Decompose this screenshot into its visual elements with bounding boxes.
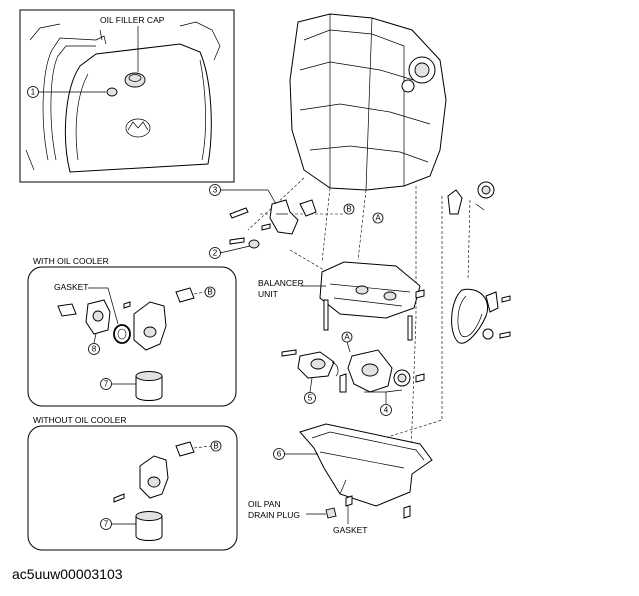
oil-strainer: 5 (281, 349, 339, 404)
gasket-bottom-label: GASKET (333, 525, 367, 535)
ref-b-nocooler: B (213, 442, 218, 451)
oil-pump: A 4 (339, 331, 425, 416)
balancer-unit: BALANCER UNIT (258, 261, 425, 341)
callout-7-with: 7 (104, 380, 109, 389)
ref-b-head: B (346, 205, 351, 214)
ref-a-head: A (375, 214, 381, 223)
oil-pan: 6 OIL PAN DRAIN PLUG GASKET (248, 423, 433, 535)
with-oil-cooler-panel: WITH OIL COOLER GASKET 8 7 B (27, 256, 237, 407)
with-oil-cooler-title: WITH OIL COOLER (33, 256, 109, 266)
callout-6: 6 (277, 450, 282, 459)
engine-block: B A (289, 13, 495, 224)
callout-5: 5 (308, 394, 313, 403)
drain-plug-label-line2: DRAIN PLUG (248, 510, 300, 520)
assembly-lines (247, 177, 471, 481)
ref-a-pump: A (344, 333, 350, 342)
oil-filler-cap-label: OIL FILLER CAP (100, 15, 165, 25)
gasket-label: GASKET (54, 282, 88, 292)
pump-drive-belt (451, 288, 511, 344)
without-oil-cooler-panel: WITHOUT OIL COOLER 7 B (27, 415, 238, 551)
callout-4: 4 (384, 406, 389, 415)
callout-8: 8 (92, 345, 97, 354)
balancer-label-line2: UNIT (258, 289, 278, 299)
callout-2: 2 (213, 249, 218, 258)
ref-b-cooler: B (207, 288, 212, 297)
figure-id-caption: ac5uuw00003103 (12, 566, 123, 582)
drain-plug-label-line1: OIL PAN (248, 499, 281, 509)
without-oil-cooler-title: WITHOUT OIL COOLER (33, 415, 127, 425)
oil-filler-inset: OIL FILLER CAP 1 (19, 9, 235, 183)
items-2-3: 3 2 (209, 184, 317, 259)
callout-1: 1 (31, 88, 36, 97)
balancer-label-line1: BALANCER (258, 278, 304, 288)
callout-3: 3 (213, 186, 218, 195)
callout-7-without: 7 (104, 520, 109, 529)
